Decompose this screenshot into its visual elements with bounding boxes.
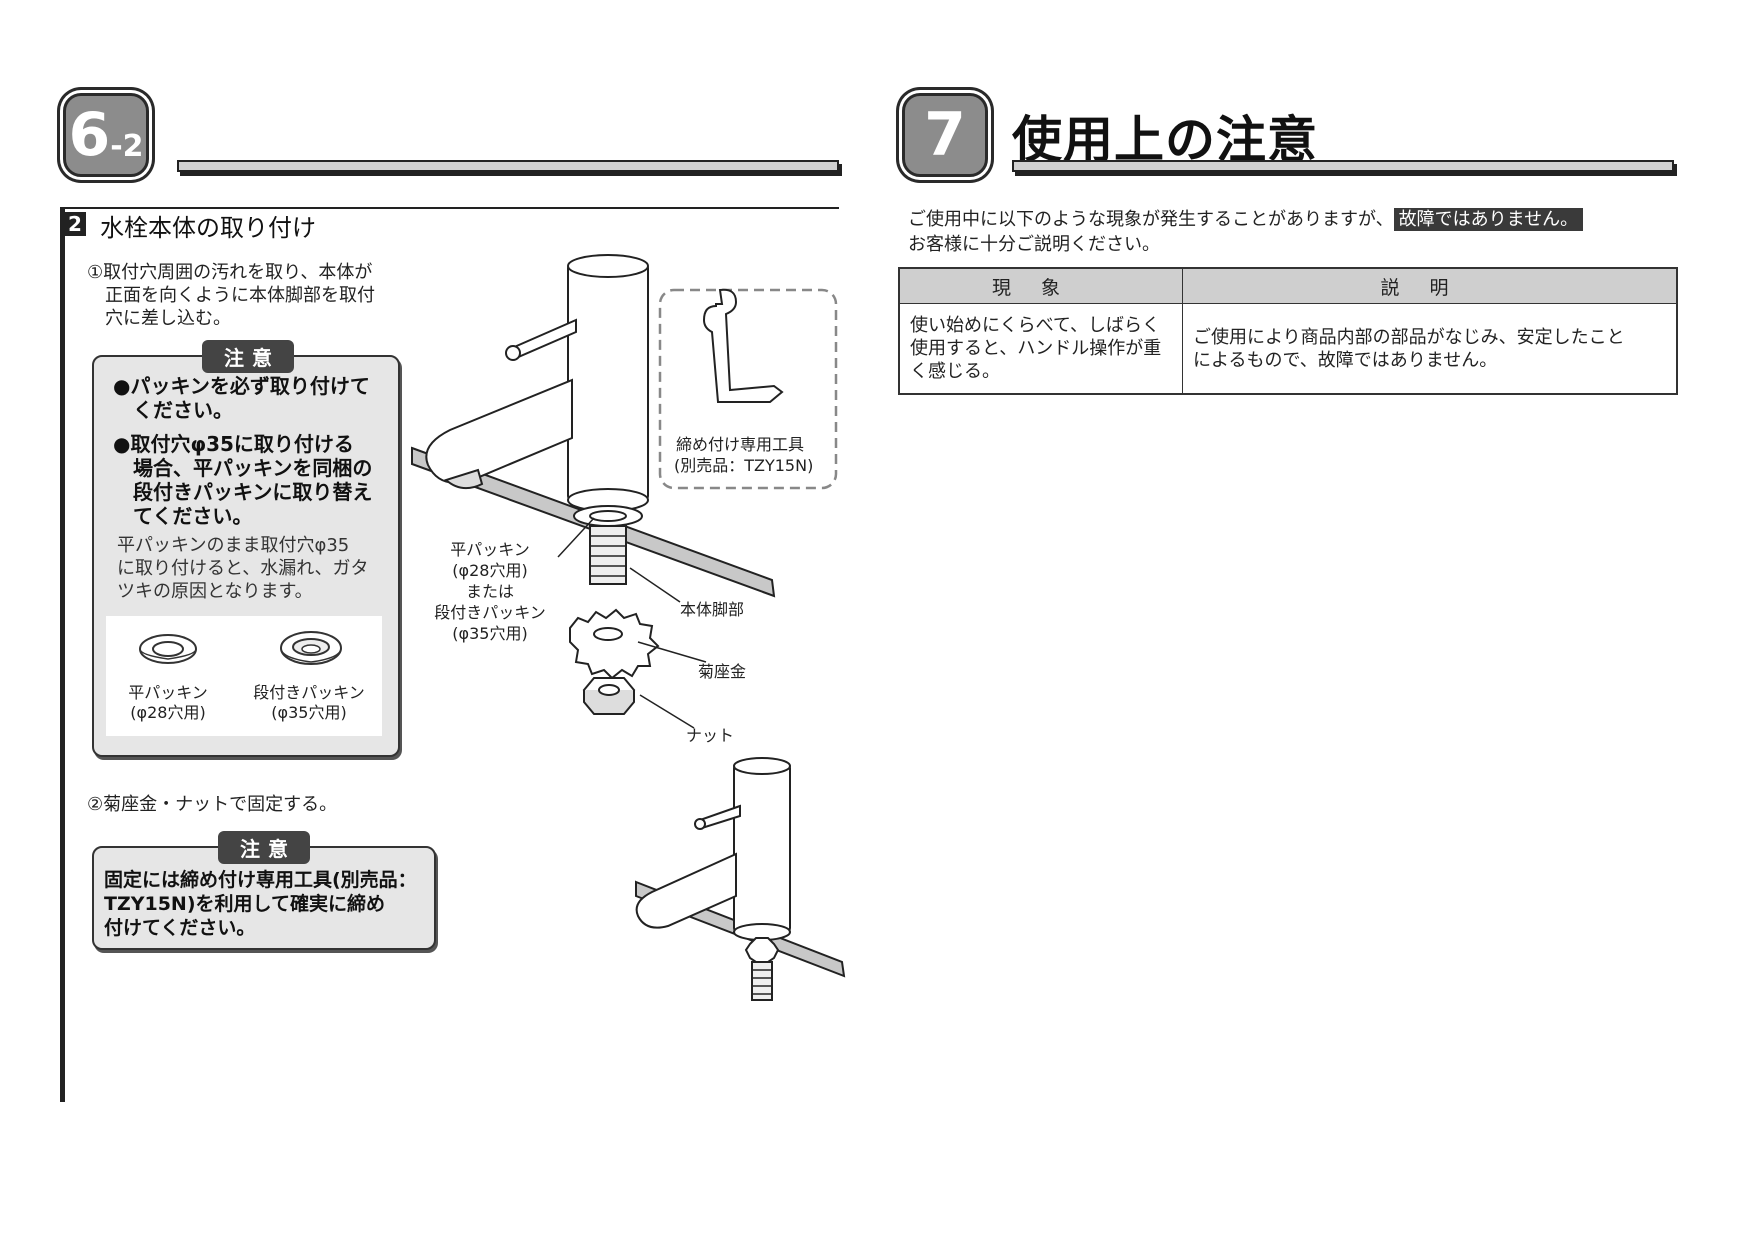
intro-line-1: ご使用中に以下のような現象が発生することがありますが、故障ではありません。 xyxy=(908,208,1584,231)
packing-label-line-4: 段付きパッキン xyxy=(434,603,546,622)
nut-label: ナット xyxy=(686,726,735,745)
explanation-line-2: によるもので、故障ではありません。 xyxy=(1193,349,1498,371)
body-leg-label: 本体脚部 xyxy=(680,600,745,619)
packing-label-line-2: (φ28穴用) xyxy=(452,561,528,580)
figure-leader-lines xyxy=(557,517,707,729)
symptom-line-2: 使用すると、ハンドル操作が重 xyxy=(910,338,1162,359)
nut-illustration xyxy=(582,677,636,715)
flat-packing-label: 平パッキン xyxy=(128,683,208,702)
symptom-line-1: 使い始めにくらべて、しばらく xyxy=(910,315,1161,336)
header-symptom: 現象 xyxy=(898,267,1183,304)
caution-1-bullet-2-line-1: ●取付穴φ35に取り付ける xyxy=(113,432,354,456)
section-badge-7: 7 xyxy=(902,93,988,177)
caution-1-bullet-2-line-3: 段付きパッキンに取り替え xyxy=(133,480,373,504)
packing-label-line-3: または xyxy=(465,582,514,601)
caution-2-line-1: 固定には締め付け専用工具(別売品： xyxy=(104,869,417,891)
symptom-line-3: く感じる。 xyxy=(910,361,1000,382)
caution-1-note-line-1: 平パッキンのまま取付穴φ35 xyxy=(117,535,350,556)
stepped-packing-spec: (φ35穴用) xyxy=(271,703,347,722)
caution-1-bullet-2-line-2: 場合、平パッキンを同梱の xyxy=(133,456,373,480)
badge-7-number: 7 xyxy=(924,100,966,170)
faucet-body-illustration xyxy=(425,254,649,512)
intro-highlight: 故障ではありません。 xyxy=(1393,208,1584,231)
packing-comparison-panel xyxy=(106,616,382,736)
tool-callout-box xyxy=(658,288,838,490)
caution-tag-1: 注意 xyxy=(202,340,294,373)
header-explanation: 説明 xyxy=(1182,267,1678,304)
caution-1-note-line-2: に取り付けると、水漏れ、ガタ xyxy=(117,558,369,579)
explanation-line-1: ご使用により商品内部の部品がなじみ、安定したこと xyxy=(1193,326,1625,348)
table-header-row: 現象 説明 xyxy=(898,267,1678,304)
caution-2-line-2: TZY15N)を利用して確実に締め xyxy=(104,893,385,915)
left-column-bar xyxy=(60,207,65,1102)
section-7-header-rule xyxy=(1012,160,1674,172)
caution-1-bullet-1-line-1: ●パッキンを必ず取り付けて xyxy=(113,374,370,398)
badge-sub-number: -2 xyxy=(110,129,144,164)
intro-text: ご使用中に以下のような現象が発生することがありますが、 xyxy=(908,209,1394,230)
washer-label: 菊座金 xyxy=(698,662,747,681)
faucet-installation-diagram xyxy=(411,254,846,1001)
table-row: 使い始めにくらべて、しばらく 使用すると、ハンドル操作が重 く感じる。 ご使用に… xyxy=(898,303,1678,395)
tool-part-number: (別売品：TZY15N) xyxy=(674,456,814,475)
section-7-title: 使用上の注意 xyxy=(1012,111,1318,169)
badge-main-number: 6 xyxy=(68,100,111,170)
body-leg-illustration xyxy=(589,525,627,585)
caution-box-2 xyxy=(92,846,436,950)
flat-packing-spec: (φ28穴用) xyxy=(130,703,206,722)
caution-1-note-line-3: ツキの原因となります。 xyxy=(117,581,313,602)
subsection-number: 2 xyxy=(64,212,86,236)
stepped-packing-label: 段付きパッキン xyxy=(253,683,365,702)
packing-label-line-5: (φ35穴用) xyxy=(452,624,528,643)
toothed-washer-illustration xyxy=(569,608,660,680)
packing-part-illustration xyxy=(573,505,643,527)
symptom-cell: 使い始めにくらべて、しばらく 使用すると、ハンドル操作が重 く感じる。 xyxy=(898,303,1183,395)
caution-1-bullet-1-line-2: ください。 xyxy=(133,398,233,422)
explanation-cell: ご使用により商品内部の部品がなじみ、安定したこと によるもので、故障ではありませ… xyxy=(1182,303,1678,395)
caution-2-line-3: 付けてください。 xyxy=(104,917,256,939)
flat-packing-illustration xyxy=(139,634,197,664)
step-1-line-2: 正面を向くように本体脚部を取付 xyxy=(105,285,375,306)
step-2-text: ②菊座金・ナットで固定する。 xyxy=(87,794,338,815)
section-6-header-rule xyxy=(177,160,839,172)
installed-faucet-illustration xyxy=(635,757,846,1001)
packing-illustrations xyxy=(139,631,342,665)
intro-line-2: お客様に十分ご説明ください。 xyxy=(908,234,1160,255)
tool-label: 締め付け専用工具 xyxy=(676,435,805,454)
step-1-line-1: ①取付穴周囲の汚れを取り、本体が xyxy=(87,262,373,283)
stepped-packing-illustration xyxy=(280,631,342,665)
subsection-divider xyxy=(60,207,839,209)
caution-1-bullet-2-line-4: てください。 xyxy=(133,504,253,528)
subsection-title: 水栓本体の取り付け xyxy=(100,214,316,242)
step-1-line-3: 穴に差し込む。 xyxy=(105,308,231,329)
section-badge-6-2: 6-2 xyxy=(63,93,149,177)
tightening-tool-illustration xyxy=(702,288,784,403)
symptom-explanation-table: 現象 説明 使い始めにくらべて、しばらく 使用すると、ハンドル操作が重 く感じる… xyxy=(898,267,1678,395)
caution-tag-2: 注意 xyxy=(218,831,310,864)
packing-label-line-1: 平パッキン xyxy=(450,540,530,559)
